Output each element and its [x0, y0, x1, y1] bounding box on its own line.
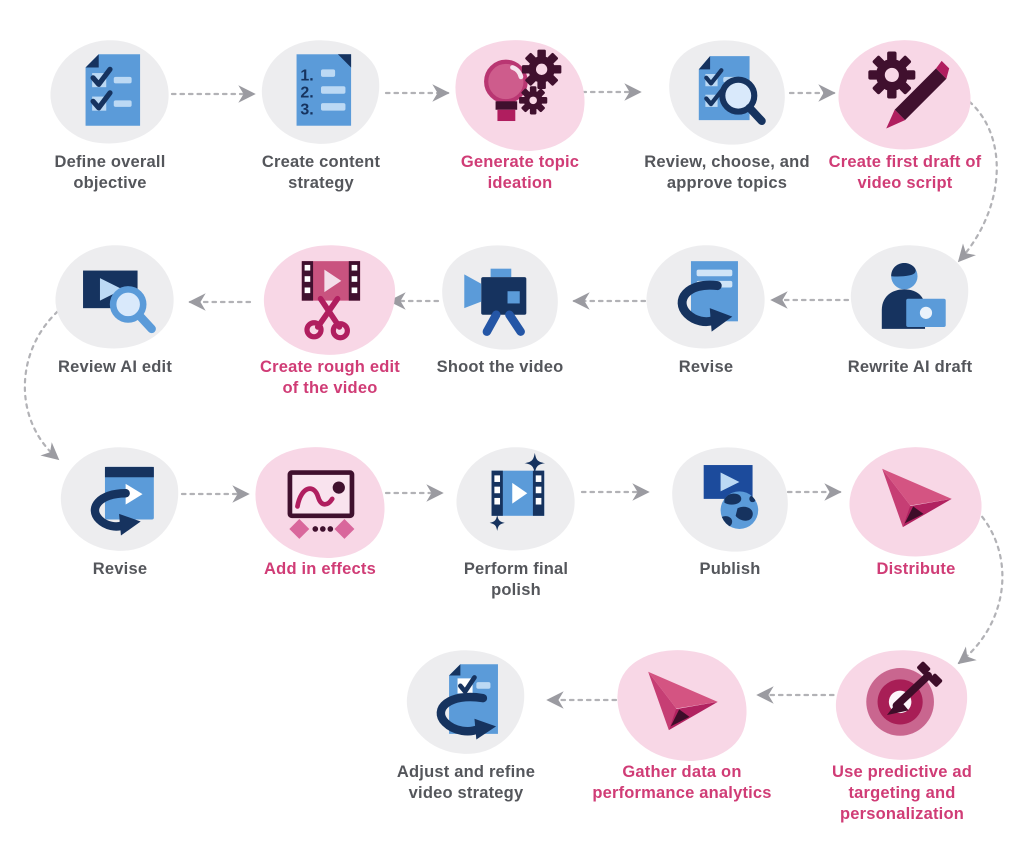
gear-pencil-icon [868, 51, 950, 129]
svg-text:3.: 3. [300, 101, 313, 118]
filmstrip-scissors-icon [301, 261, 361, 341]
clipboard-checklist-icon [85, 54, 141, 126]
arrow-5-6-curve [946, 86, 998, 263]
video-globe-icon [703, 465, 759, 529]
arrow-10-11-curve [23, 304, 66, 461]
node-label: Generate topic ideation [460, 153, 580, 192]
node-label: Review, choose, and approve topics [644, 153, 810, 192]
player-refresh-arrow-icon [90, 466, 154, 536]
effects-screen-icon [287, 470, 355, 539]
node-label: Distribute [876, 560, 956, 578]
paper-plane-icon [648, 671, 718, 731]
node-label: Use predictive ad targeting and personal… [831, 763, 973, 823]
node-label: Publish [699, 560, 761, 578]
video-camera-icon [464, 268, 527, 336]
svg-text:1.: 1. [300, 68, 313, 85]
checklist-magnifier-icon [698, 56, 766, 126]
node-label: Revise [678, 358, 734, 376]
person-laptop-icon [881, 262, 946, 329]
filmstrip-sparkles-icon [489, 452, 546, 531]
node-label: Create first draft of video script [828, 153, 982, 192]
svg-text:2.: 2. [300, 85, 313, 102]
node-label: Review AI edit [57, 358, 173, 376]
lightbulb-gears-icon [484, 49, 562, 122]
paper-plane-icon [882, 468, 952, 528]
numbered-list-document-icon: 1. 2. 3. [296, 54, 352, 126]
node-label: Create rough edit of the video [259, 358, 400, 397]
node-label: Shoot the video [436, 358, 564, 376]
node-label: Add in effects [264, 560, 376, 578]
document-refresh-arrow-icon [677, 261, 738, 332]
node-label: Adjust and refine video strategy [396, 763, 536, 802]
node-label: Rewrite AI draft [847, 358, 973, 376]
checklist-refresh-arrow-icon [436, 664, 498, 740]
node-label: Perform final polish [463, 560, 569, 599]
node-label: Gather data on performance analytics [592, 763, 772, 802]
node-label: Define overall objective [54, 153, 166, 192]
video-magnifier-icon [83, 270, 156, 334]
node-label: Create content strategy [261, 153, 381, 192]
target-dart-icon [866, 661, 943, 736]
arrow-15-16-curve [957, 497, 1004, 665]
node-label: Revise [92, 560, 148, 578]
